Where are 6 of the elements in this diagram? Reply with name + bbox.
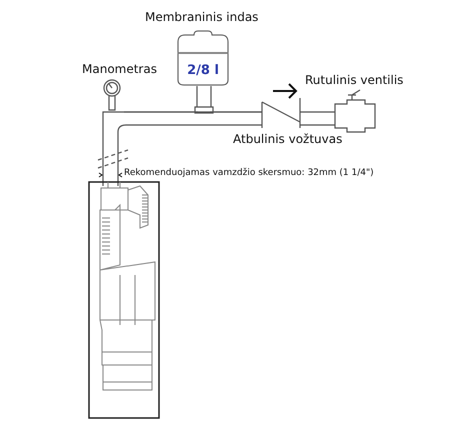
- note-text: Rekomenduojamas vamzdžio skersmuo: 32mm (1 1/4"): [124, 168, 374, 178]
- volume-label: 2/8 l: [186, 63, 220, 78]
- component-label: Atbulinis vožtuvas: [233, 132, 342, 146]
- pressure-tank: [177, 30, 229, 87]
- component-label: Manometras: [82, 62, 157, 76]
- component-label: Rutulinis ventilis: [305, 73, 404, 87]
